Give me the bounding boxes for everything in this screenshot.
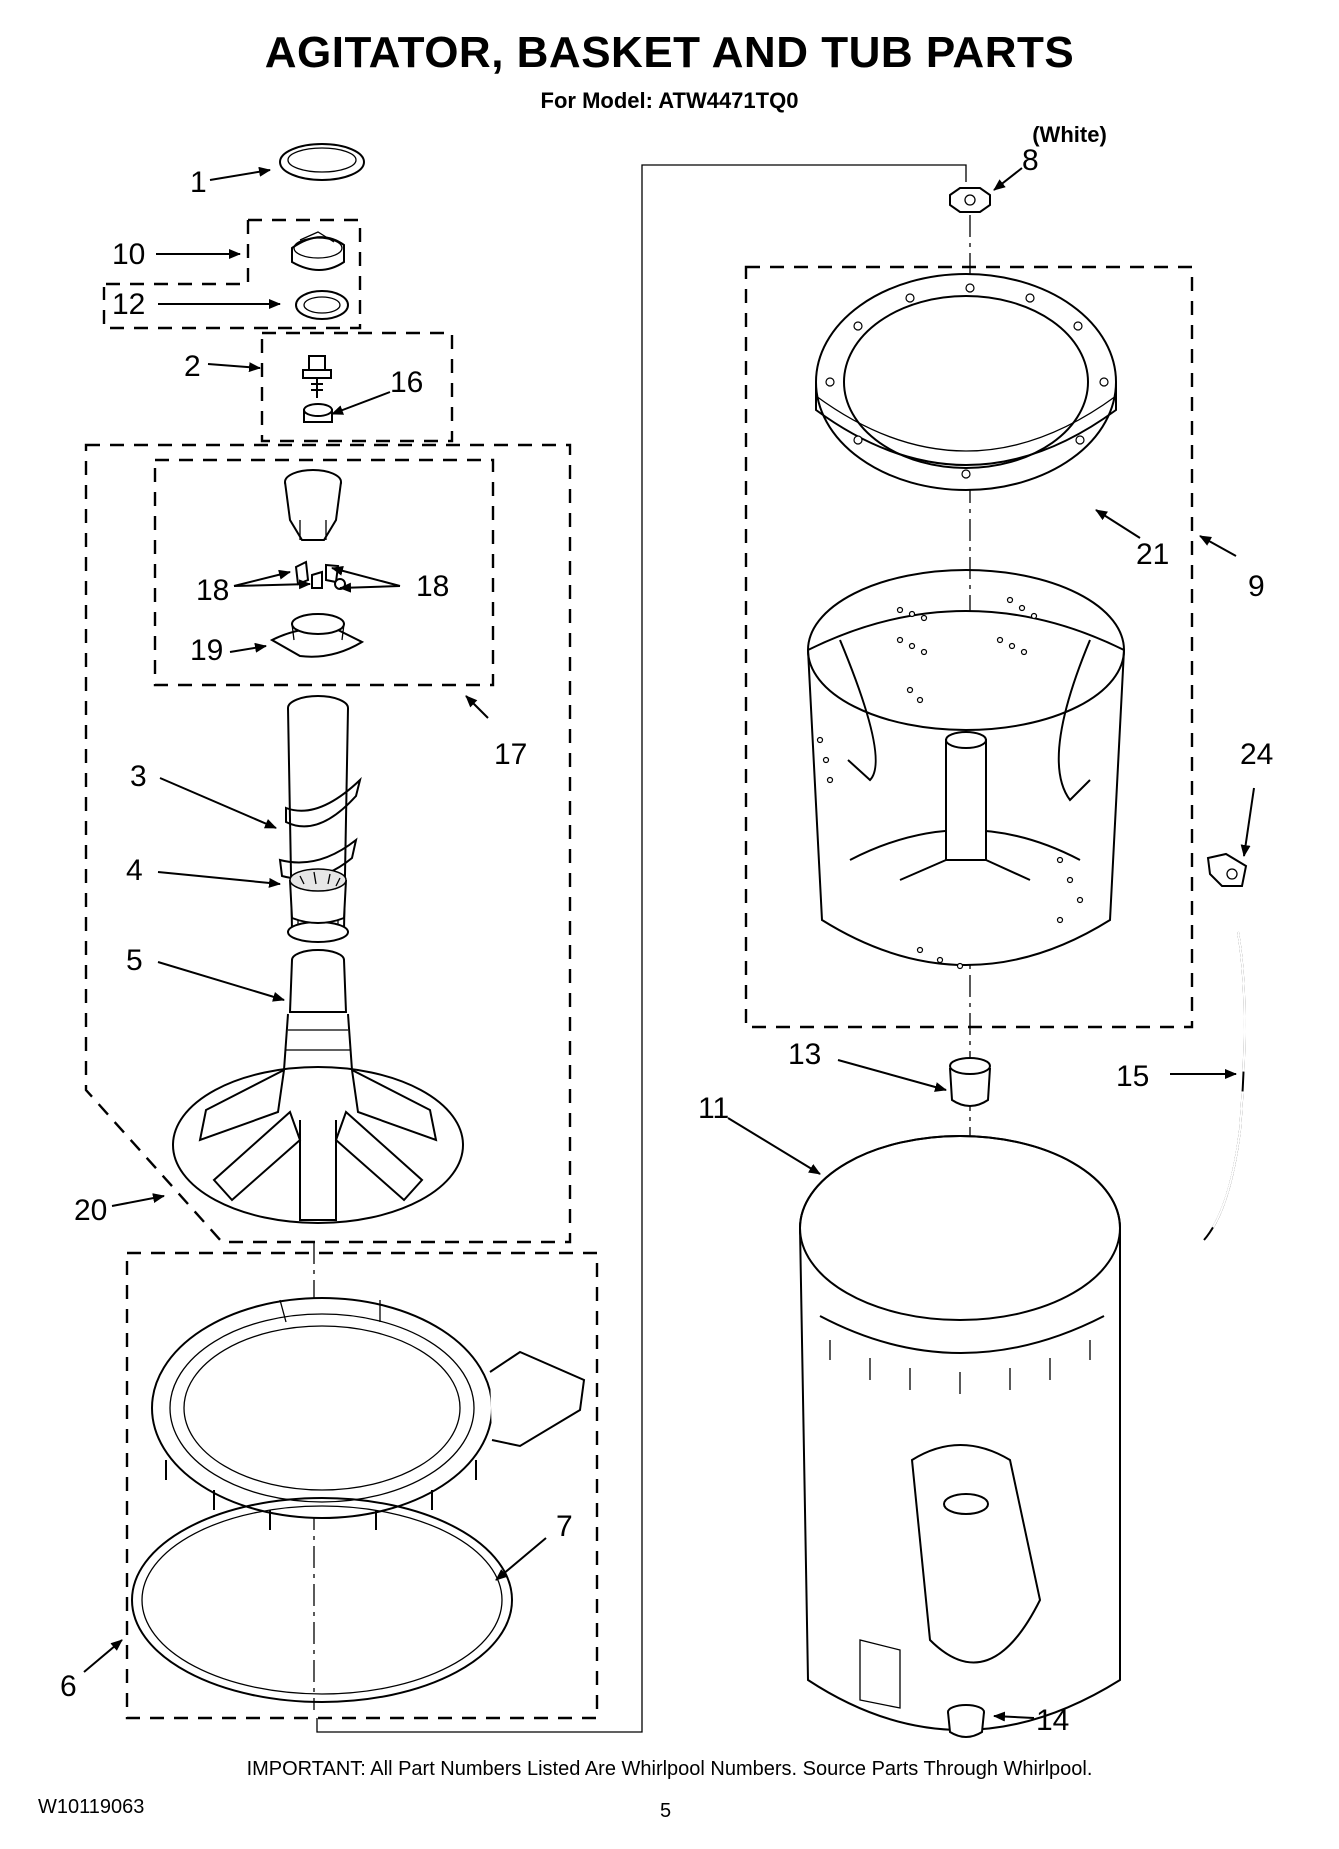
ring-holes <box>825 283 1109 479</box>
callout-18-left: 18 <box>196 574 229 607</box>
leader-14 <box>993 1711 1035 1722</box>
footer-notice: IMPORTANT: All Part Numbers Listed Are W… <box>246 1758 1093 1780</box>
leader-18c <box>331 565 401 587</box>
tub-gasket <box>131 1497 513 1703</box>
callout-24: 24 <box>1240 738 1273 771</box>
callout-9: 9 <box>1248 570 1265 603</box>
leader-2 <box>207 362 261 373</box>
agitator-cap <box>279 143 365 181</box>
callout-1: 1 <box>190 166 207 199</box>
leader-1 <box>209 166 271 181</box>
spline-insert <box>289 868 347 924</box>
callout-14: 14 <box>1036 1704 1069 1737</box>
page-number: 5 <box>660 1800 672 1822</box>
document-number: W10119063 <box>38 1796 145 1818</box>
callout-8: 8 <box>1022 144 1039 177</box>
callout-20: 20 <box>74 1194 107 1227</box>
impeller-disc <box>172 1066 464 1224</box>
leader-24 <box>1240 787 1255 857</box>
callout-11: 11 <box>698 1092 729 1125</box>
callout-5: 5 <box>126 944 143 977</box>
color-line: (White) <box>1032 122 1107 147</box>
basket-nut <box>949 187 991 213</box>
callout-10: 10 <box>112 238 145 271</box>
group-box-17 <box>153 458 495 687</box>
callout-4: 4 <box>126 854 143 887</box>
leader-19 <box>229 642 267 653</box>
page-title: AGITATOR, BASKET AND TUB PARTS <box>264 28 1075 77</box>
pressure-hose <box>1203 931 1246 1241</box>
hose-clip <box>1206 852 1248 887</box>
callout-13: 13 <box>788 1038 821 1071</box>
group-box-9 <box>744 265 1194 1029</box>
leader-18d <box>339 582 401 593</box>
callout-16: 16 <box>390 366 423 399</box>
leader-7 <box>495 1537 547 1581</box>
group-box-6 <box>125 1251 599 1720</box>
connector-line <box>316 164 967 1733</box>
leader-8 <box>993 167 1023 191</box>
leader-20 <box>111 1193 165 1207</box>
leader-5 <box>157 961 285 1002</box>
tub-ring <box>151 1297 586 1530</box>
group-box-2 <box>260 331 454 443</box>
leader-6 <box>83 1639 123 1673</box>
leader-9 <box>1199 535 1237 557</box>
leader-3 <box>159 777 277 829</box>
leader-18a <box>233 569 291 587</box>
callout-3: 3 <box>130 760 147 793</box>
seal-ring <box>295 290 349 320</box>
leader-16 <box>331 391 391 415</box>
callout-15: 15 <box>1116 1060 1149 1093</box>
drive-block <box>284 469 342 541</box>
wash-basket <box>806 569 1126 970</box>
callout-12: 12 <box>112 288 145 321</box>
leader-13 <box>837 1059 947 1092</box>
model-line: For Model: ATW4471TQ0 <box>540 88 799 113</box>
leader-17 <box>465 695 489 719</box>
leader-18b <box>233 579 311 590</box>
cam <box>269 613 365 658</box>
callout-19: 19 <box>190 634 223 667</box>
leader-4 <box>157 871 281 888</box>
callout-6: 6 <box>60 1670 77 1703</box>
washer <box>303 403 333 423</box>
leader-11 <box>727 1117 821 1175</box>
drain-plug <box>947 1704 985 1738</box>
callout-2: 2 <box>184 350 201 383</box>
leader-21 <box>1095 509 1141 539</box>
callout-17: 17 <box>494 738 527 771</box>
cap-insert <box>291 231 345 271</box>
basket-perforations <box>816 596 1084 970</box>
outer-tub <box>799 1135 1121 1731</box>
callout-7: 7 <box>556 1510 573 1543</box>
bolt <box>302 355 332 398</box>
callout-18-right: 18 <box>416 570 449 603</box>
balance-ring <box>815 273 1117 491</box>
callout-21: 21 <box>1136 538 1169 571</box>
group-box-10 <box>102 218 362 330</box>
tub-seal <box>949 1057 991 1107</box>
agitator-base <box>282 949 354 1071</box>
